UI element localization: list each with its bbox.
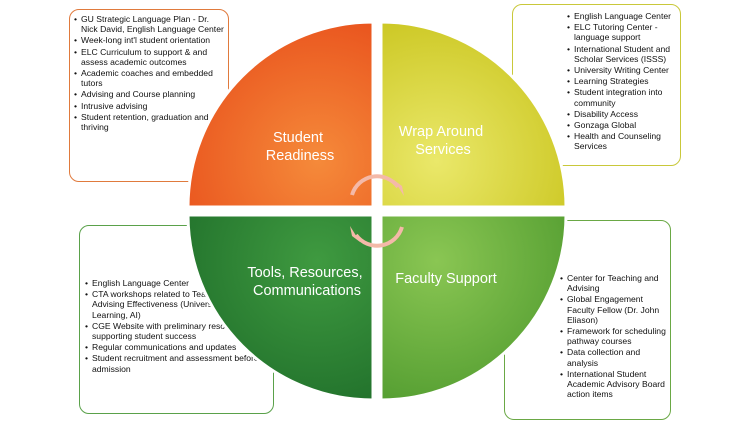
wrap-around-services-quadrant bbox=[379, 20, 568, 209]
list-item: ELC Curriculum to support & and assess a… bbox=[74, 47, 226, 67]
list-item: Learning Strategies bbox=[567, 76, 679, 86]
list-item: Global Engagement Faculty Fellow (Dr. Jo… bbox=[560, 294, 670, 325]
list-item: Health and Counseling Services bbox=[567, 131, 679, 151]
tools-resources-quadrant bbox=[186, 213, 375, 402]
student-readiness-list: GU Strategic Language Plan - Dr. Nick Da… bbox=[74, 14, 226, 133]
student-readiness-quadrant bbox=[186, 20, 375, 209]
list-item: Student recruitment and assessment befor… bbox=[85, 353, 271, 373]
list-item: Regular communications and updates bbox=[85, 342, 271, 352]
student-readiness-list-box: GU Strategic Language Plan - Dr. Nick Da… bbox=[69, 9, 229, 182]
wrap-around-services-title: Wrap Around Services bbox=[399, 124, 487, 158]
faculty-support-list: Center for Teaching and AdvisingGlobal E… bbox=[560, 273, 670, 400]
list-item: Week-long int'l student orientation bbox=[74, 35, 226, 45]
list-item: Advising and Course planning bbox=[74, 89, 226, 99]
list-item: ELC Tutoring Center - language support bbox=[567, 22, 679, 42]
list-item: CTA workshops related to Teaching and Ad… bbox=[85, 289, 271, 320]
tools-resources-list: English Language CenterCTA workshops rel… bbox=[85, 278, 271, 375]
tools-resources-title: Tools, Resources, Communications bbox=[247, 265, 366, 299]
list-item: CGE Website with preliminary resources f… bbox=[85, 321, 271, 341]
list-item: GU Strategic Language Plan - Dr. Nick Da… bbox=[74, 14, 226, 34]
list-item: Gonzaga Global bbox=[567, 120, 679, 130]
list-item: International Student Academic Advisory … bbox=[560, 369, 670, 400]
list-item: Academic coaches and embedded tutors bbox=[74, 68, 226, 88]
list-item: Data collection and analysis bbox=[560, 347, 670, 367]
list-item: Center for Teaching and Advising bbox=[560, 273, 670, 293]
cycle-arrows-icon bbox=[350, 174, 404, 248]
list-item: English Language Center bbox=[567, 11, 679, 21]
student-readiness-title: Student Readiness bbox=[266, 130, 335, 164]
list-item: English Language Center bbox=[85, 278, 271, 288]
list-item: Student integration into community bbox=[567, 87, 679, 107]
list-item: Intrusive advising bbox=[74, 101, 226, 111]
list-item: Disability Access bbox=[567, 109, 679, 119]
list-item: Framework for scheduling pathway courses bbox=[560, 326, 670, 346]
wrap-around-services-list: English Language CenterELC Tutoring Cent… bbox=[567, 11, 679, 153]
faculty-support-quadrant bbox=[379, 213, 568, 402]
list-item: University Writing Center bbox=[567, 65, 679, 75]
list-item: International Student and Scholar Servic… bbox=[567, 44, 679, 64]
list-item: Student retention, graduation and thrivi… bbox=[74, 112, 226, 132]
faculty-support-title: Faculty Support bbox=[395, 271, 497, 287]
